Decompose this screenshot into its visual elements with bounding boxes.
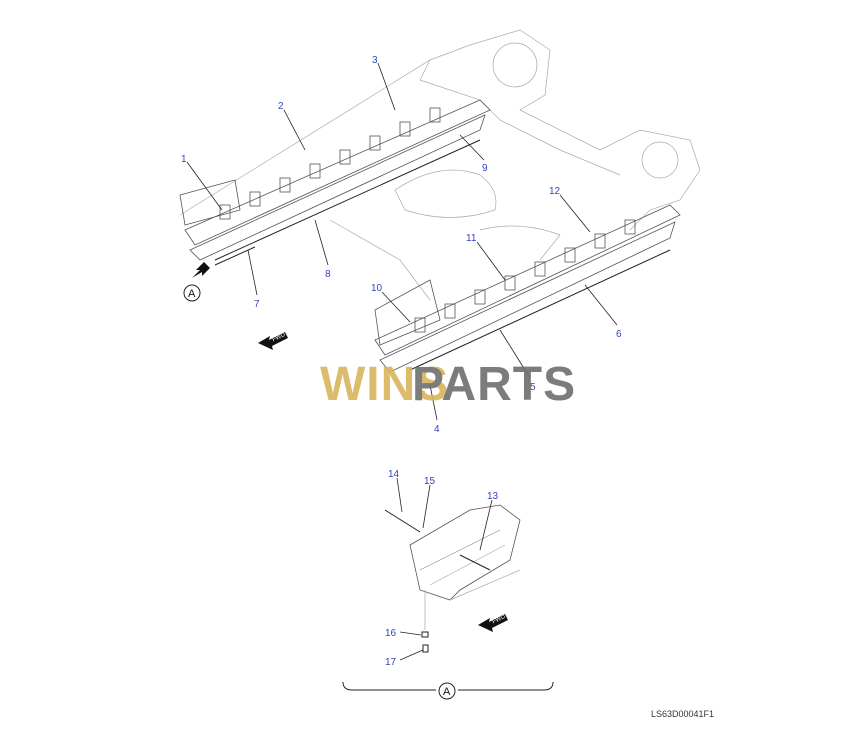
detail-view-drawing xyxy=(342,504,554,691)
callout-labels: 1 2 3 4 5 6 7 8 9 10 11 12 13 14 15 16 1… xyxy=(181,55,622,668)
svg-text:WINS: WINS xyxy=(320,358,449,411)
callout-3: 3 xyxy=(372,55,378,66)
callout-9: 9 xyxy=(482,163,488,174)
drawing-code: LS63D00041F1 xyxy=(651,709,715,719)
svg-text:FWD: FWD xyxy=(272,332,288,343)
watermark-logo: WINS PARTS xyxy=(320,358,576,411)
callout-7: 7 xyxy=(254,299,260,310)
fwd-arrow-icon: FWD xyxy=(478,614,508,632)
callout-1: 1 xyxy=(181,154,187,165)
callout-8: 8 xyxy=(325,269,331,280)
fwd-arrow-icon: FWD xyxy=(258,332,288,350)
view-marker: A xyxy=(188,288,196,300)
callout-6: 6 xyxy=(616,329,622,340)
callout-11: 11 xyxy=(466,233,477,244)
callout-16: 16 xyxy=(385,628,397,639)
callout-14: 14 xyxy=(388,469,400,480)
detail-marker-circle xyxy=(438,682,456,700)
view-marker-circle xyxy=(183,284,201,302)
undercarriage-frame-drawing xyxy=(179,29,701,373)
callout-15: 15 xyxy=(424,476,436,487)
svg-text:PARTS: PARTS xyxy=(412,358,576,411)
callout-5: 5 xyxy=(530,382,536,393)
callout-10: 10 xyxy=(371,283,383,294)
detail-marker: A xyxy=(443,686,451,698)
callout-13: 13 xyxy=(487,491,499,502)
callout-4: 4 xyxy=(434,424,440,435)
view-arrow-icon xyxy=(192,262,210,278)
callout-12: 12 xyxy=(549,186,561,197)
callout-17: 17 xyxy=(385,657,397,668)
callout-2: 2 xyxy=(278,101,284,112)
leader-lines xyxy=(186,62,618,661)
svg-text:FWD: FWD xyxy=(492,614,508,625)
